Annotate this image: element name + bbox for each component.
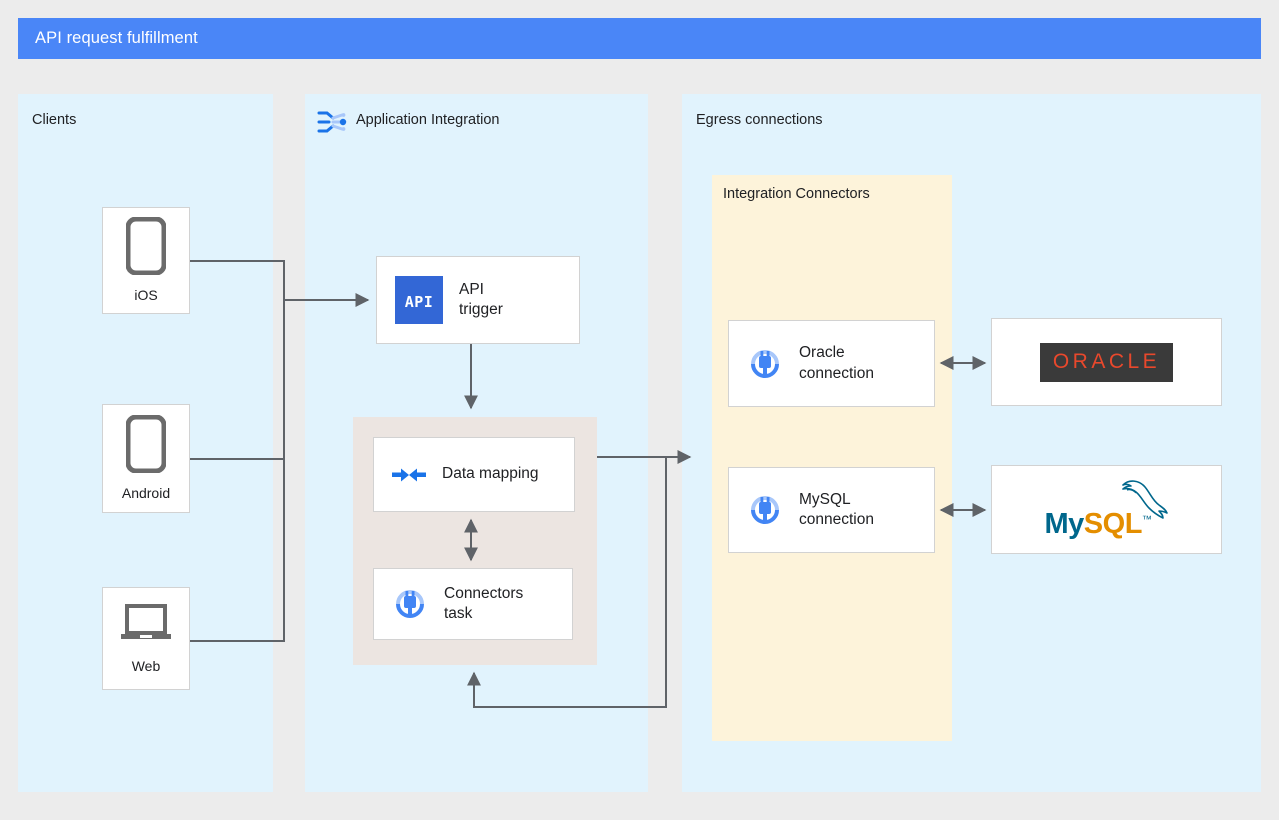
panel-label-egress-connections: Egress connections: [696, 112, 823, 128]
node-label: Data mapping: [442, 465, 539, 483]
connector-plug-icon: [747, 346, 783, 382]
group-label-integration-connectors: Integration Connectors: [723, 186, 870, 202]
node-mysql-backend[interactable]: MySQL™: [991, 465, 1222, 554]
panel-label-clients: Clients: [32, 112, 77, 128]
svg-text:API: API: [405, 293, 434, 311]
laptop-icon: [119, 602, 173, 651]
node-connectors-task[interactable]: Connectors task: [373, 568, 573, 640]
node-client-ios[interactable]: iOS: [102, 207, 190, 314]
node-data-mapping[interactable]: Data mapping: [373, 437, 575, 512]
api-badge-icon: API: [395, 276, 443, 324]
connector-plug-icon: [392, 586, 428, 622]
node-label: MySQL connection: [799, 490, 874, 528]
mysql-wordmark: MySQL™: [1045, 508, 1152, 541]
node-label: Web: [131, 657, 161, 674]
node-label: Android: [121, 484, 171, 501]
data-mapping-icon: [392, 462, 426, 488]
diagram-title-bar: API request fulfillment: [18, 18, 1261, 59]
node-client-android[interactable]: Android: [102, 404, 190, 513]
oracle-logo: ORACLE: [1039, 342, 1174, 382]
node-client-web[interactable]: Web: [102, 587, 190, 690]
application-integration-icon: [316, 107, 348, 137]
phone-icon: [125, 216, 167, 280]
connector-plug-icon: [747, 492, 783, 528]
node-mysql-connection[interactable]: MySQL connection: [728, 467, 935, 553]
node-api-trigger[interactable]: API API trigger: [376, 256, 580, 344]
node-label: Oracle connection: [799, 344, 874, 382]
panel-label-application-integration: Application Integration: [356, 112, 500, 128]
mysql-word-sql: SQL: [1083, 507, 1143, 540]
mysql-word-my: My: [1044, 507, 1085, 540]
group-integration-connectors: [712, 175, 952, 741]
mysql-dolphin-logo: MySQL™: [1037, 479, 1177, 541]
dolphin-icon: [1103, 477, 1169, 528]
node-oracle-connection[interactable]: Oracle connection: [728, 320, 935, 407]
mysql-tm-mark: ™: [1141, 513, 1152, 525]
phone-icon: [125, 414, 167, 478]
page-title: API request fulfillment: [35, 29, 198, 47]
node-label: iOS: [134, 286, 158, 303]
node-label: API trigger: [459, 280, 503, 318]
node-label: Connectors task: [444, 584, 524, 622]
node-oracle-backend[interactable]: ORACLE: [991, 318, 1222, 406]
